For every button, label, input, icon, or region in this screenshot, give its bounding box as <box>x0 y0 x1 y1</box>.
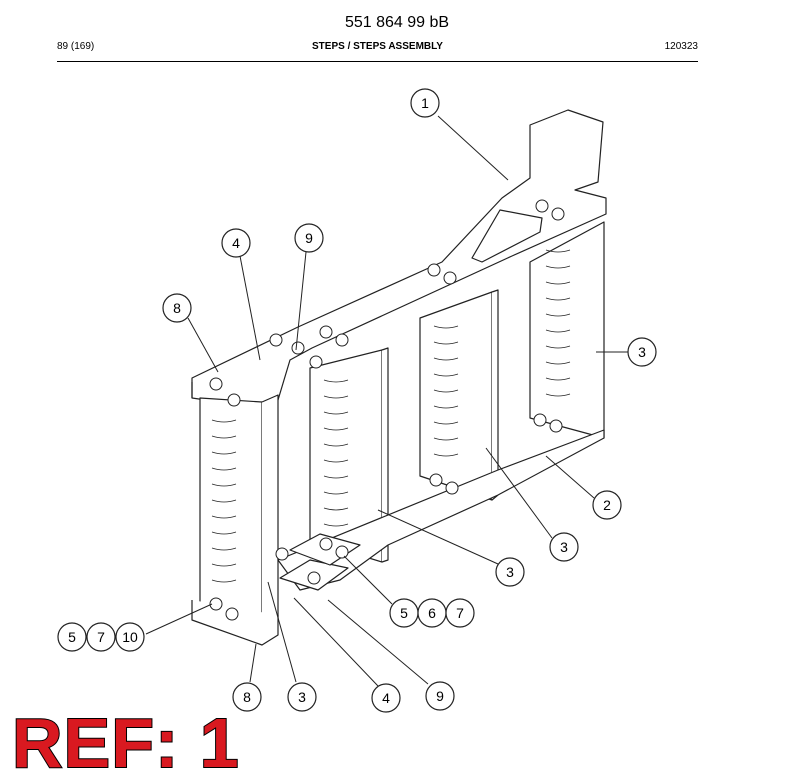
callout-1 <box>410 88 440 118</box>
callout-label: 1 <box>421 95 429 111</box>
callout-8-top <box>162 293 192 323</box>
ref-label: REF: 1 <box>11 704 240 782</box>
callout-label: 8 <box>173 300 181 316</box>
callout-2 <box>592 490 622 520</box>
callout-5-left <box>57 622 87 652</box>
callout-label: 4 <box>382 690 390 706</box>
callout-9-top <box>294 223 324 253</box>
callout-3-bottom <box>287 682 317 712</box>
document-number: 551 864 99 bB <box>344 14 450 31</box>
callout-label: 9 <box>305 230 313 246</box>
callout-3-right <box>627 337 657 367</box>
callout-label: 5 <box>400 605 408 621</box>
section-title: STEPS / STEPS ASSEMBLY <box>312 41 443 52</box>
callouts <box>57 88 657 713</box>
callout-9-bottom <box>425 681 455 711</box>
callout-label: 3 <box>560 539 568 555</box>
callout-3-mid <box>549 532 579 562</box>
callout-label: 5 <box>68 629 76 645</box>
callout-label: 3 <box>298 689 306 705</box>
callout-10-left <box>115 622 145 652</box>
callout-7-left <box>86 622 116 652</box>
callout-label: 7 <box>97 629 105 645</box>
callout-label: 6 <box>428 605 436 621</box>
leader-lines <box>145 115 628 687</box>
page-number: 89 (169) <box>57 41 95 52</box>
callout-label: 8 <box>243 689 251 705</box>
callout-4-top <box>221 228 251 258</box>
bolts <box>209 199 565 621</box>
callout-labels: 1 2 3 3 3 3 4 4 5 5 6 7 7 8 8 9 9 10 <box>68 95 646 706</box>
drawing-lines <box>191 109 607 646</box>
callout-label: 3 <box>506 564 514 580</box>
callout-label: 2 <box>603 497 611 513</box>
callout-label: 9 <box>436 688 444 704</box>
callout-label: 3 <box>638 344 646 360</box>
callout-label: 10 <box>122 629 138 645</box>
document-date: 120323 <box>664 41 698 52</box>
header-rule <box>57 61 698 62</box>
callout-4-bottom <box>371 683 401 713</box>
callout-label: 7 <box>456 605 464 621</box>
callout-8-bottom <box>232 682 262 712</box>
callout-3-low <box>495 557 525 587</box>
callout-label: 4 <box>232 235 240 251</box>
callout-7-mid <box>445 598 475 628</box>
step-teeth <box>211 249 571 583</box>
